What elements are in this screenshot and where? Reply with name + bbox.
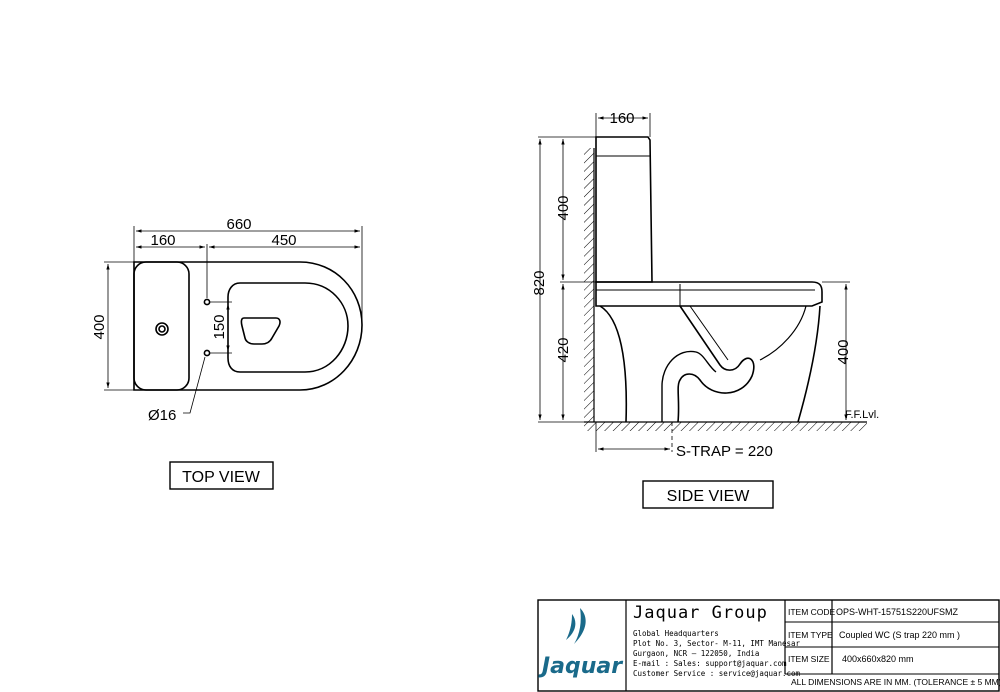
top-view-body-outline — [133, 261, 363, 391]
item-type-key: ITEM TYPE — [788, 630, 833, 640]
side-view-dimension-text: 160 400 820 420 400 F.F.Lvl. S-TRAP = 22… — [531, 110, 879, 460]
top-view-bowl-opening — [240, 317, 281, 345]
dimensions-footnote: ALL DIMENSIONS ARE IN MM. (TOLERANCE ± 5… — [791, 677, 1000, 687]
dim-420: 420 — [555, 337, 572, 362]
item-type-value: Coupled WC (S trap 220 mm ) — [839, 630, 960, 640]
top-view — [104, 226, 363, 414]
address-line-4: E-mail : Sales: support@jaquar.com — [633, 659, 787, 668]
dim-400-front: 400 — [835, 339, 852, 364]
top-view-label-text: TOP VIEW — [182, 469, 261, 486]
dim-400-width: 400 — [91, 314, 108, 339]
top-view-seat — [227, 282, 349, 373]
dim-160-top: 160 — [150, 232, 175, 249]
side-view — [538, 113, 867, 452]
address-line-2: Plot No. 3, Sector- M-11, IMT Manesar — [633, 639, 801, 648]
item-code-value: OPS-WHT-15751S220UFSMZ — [836, 607, 959, 617]
top-view-cistern — [133, 261, 190, 391]
dim-820: 820 — [531, 270, 548, 295]
item-size-key: ITEM SIZE — [788, 654, 830, 664]
side-view-body — [599, 305, 821, 423]
side-view-label-text: SIDE VIEW — [667, 488, 751, 505]
address-line-5: Customer Service : service@jaquar.com — [633, 669, 801, 678]
side-view-seat — [595, 281, 823, 307]
dim-diameter-16: Ø16 — [148, 407, 176, 424]
floor-hatch — [584, 422, 867, 431]
top-view-dimension-text: 660 160 450 400 150 Ø16 — [91, 216, 297, 424]
dim-150: 150 — [211, 314, 228, 339]
floor-level-label: F.F.Lvl. — [845, 409, 879, 421]
brand-wordmark: Jaquar — [538, 654, 623, 679]
company-name: Jaquar Group — [633, 603, 768, 623]
dim-400-cistern: 400 — [555, 195, 572, 220]
address-line-3: Gurgaon, NCR — 122050, India — [633, 649, 759, 658]
dim-160-side: 160 — [609, 110, 634, 127]
fixing-hole-upper — [203, 298, 211, 306]
item-code-key: ITEM CODE — [788, 607, 836, 617]
flush-button-icon — [155, 322, 169, 336]
dim-660: 660 — [226, 216, 251, 233]
fixing-hole-lower — [203, 349, 211, 357]
wall-hatch — [584, 148, 594, 422]
side-view-cistern — [595, 136, 653, 283]
side-view-label: SIDE VIEW — [642, 480, 774, 509]
s-trap-label: S-TRAP = 220 — [676, 443, 773, 460]
address-line-1: Global Headquarters — [633, 629, 719, 638]
title-block: Jaquar Jaquar Group Global Headquarters … — [537, 599, 1000, 692]
item-size-value: 400x660x820 mm — [842, 654, 914, 664]
jaquar-logo: Jaquar — [538, 608, 623, 679]
side-view-trap — [677, 305, 755, 423]
top-view-label: TOP VIEW — [169, 461, 274, 490]
dim-450: 450 — [271, 232, 296, 249]
